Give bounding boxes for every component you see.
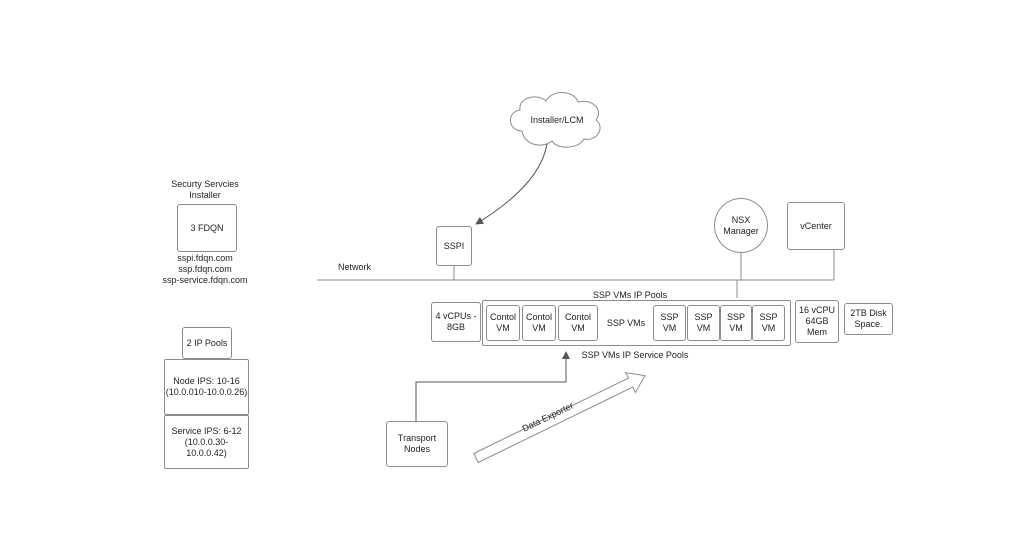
pool-top-label: SSP VMs IP Pools xyxy=(592,290,668,300)
ssp-vm-1: SSP VM xyxy=(653,305,686,341)
data-exporter-arrow xyxy=(473,372,646,464)
pool-bottom-label: SSP VMs IP Service Pools xyxy=(581,350,689,360)
node-ips-box: Node IPS: 10-16 (10.0.010-10.0.0.26) xyxy=(164,359,249,415)
control-cpu-spec: 4 vCPUs - 8GB xyxy=(431,302,481,342)
vcenter-box: vCenter xyxy=(787,202,845,250)
ssp-vms-label: SSP VMs xyxy=(606,318,646,328)
ssp-vm-4: SSP VM xyxy=(752,305,785,341)
transport-to-pool-arrow xyxy=(415,351,570,421)
nsx-manager-node: NSX Manager xyxy=(714,198,768,253)
ssp-cpu-spec: 16 vCPU 64GB Mem xyxy=(795,300,839,343)
fqdn-box: 3 FDQN xyxy=(177,204,237,252)
fqdn-list: sspi.fdqn.com ssp.fdqn.com ssp-service.f… xyxy=(162,253,248,285)
disk-spec: 2TB Disk Space. xyxy=(844,303,893,335)
control-vm-2: Contol VM xyxy=(522,305,556,341)
control-vm-3: Contol VM xyxy=(558,305,598,341)
installer-title: Securty Servcies Installer xyxy=(171,179,239,200)
sspi-box: SSPI xyxy=(436,226,472,266)
ssp-vm-2: SSP VM xyxy=(687,305,720,341)
network-label: Network xyxy=(338,262,372,272)
ssp-vm-3: SSP VM xyxy=(720,305,752,341)
service-ips-box: Service IPS: 6-12 (10.0.0.30-10.0.0.42) xyxy=(164,415,249,469)
ip-pools-header: 2 IP Pools xyxy=(182,327,232,359)
installer-cloud-shape xyxy=(510,92,601,148)
cloud-to-sspi-arrow xyxy=(475,143,548,225)
transport-nodes-box: Transport Nodes xyxy=(386,421,448,467)
control-vm-1: Contol VM xyxy=(486,305,520,341)
installer-lcm-label: Installer/LCM xyxy=(530,115,584,125)
